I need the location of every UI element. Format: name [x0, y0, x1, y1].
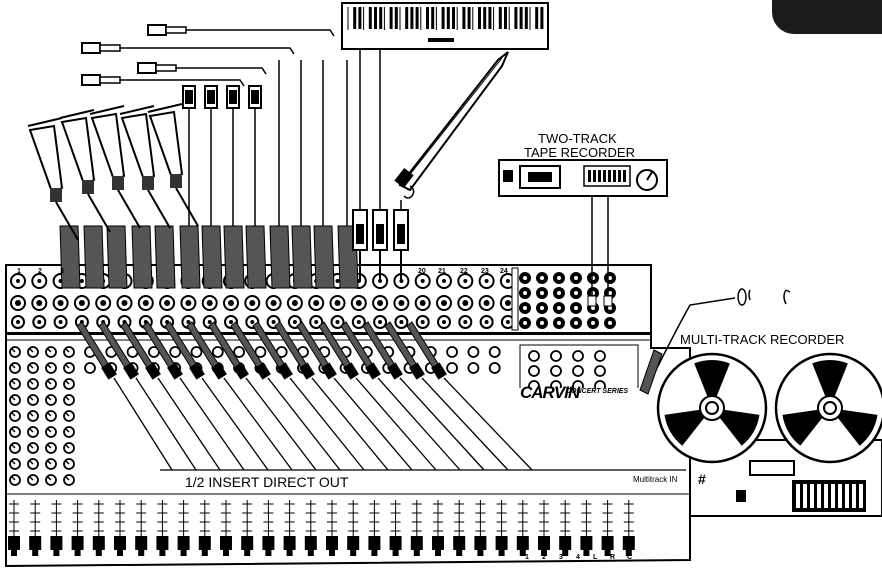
tape-reel-icon	[774, 352, 882, 464]
instrument-plug-icon	[81, 42, 295, 55]
instrument-plug-icon	[131, 225, 153, 289]
multitrack-label: MULTI-TRACK RECORDER	[680, 332, 845, 347]
master-number: R	[610, 554, 616, 561]
keyboard-icon	[341, 2, 549, 50]
microphone-icon	[27, 117, 79, 241]
corner-tab	[772, 0, 882, 34]
fader-knob	[432, 536, 444, 550]
fader-knob	[262, 536, 275, 550]
fader-knob	[50, 536, 63, 550]
fader-knob	[71, 536, 84, 550]
guitar-icon	[394, 51, 509, 199]
fader-knob	[283, 536, 296, 550]
master-number: L	[593, 554, 598, 561]
fader-knob	[368, 536, 381, 550]
instrument-plug-icon	[137, 62, 267, 75]
channel-number: 23	[481, 268, 489, 275]
fader-knob	[495, 536, 508, 550]
channel-number: 22	[460, 268, 468, 275]
instrument-plug-icon	[147, 24, 335, 37]
mixer-console	[5, 264, 691, 568]
series-label: CONCERT SERIES	[566, 388, 629, 395]
channel-number: 24	[500, 268, 508, 275]
fader-knob	[580, 536, 593, 550]
fader-knob	[622, 536, 635, 550]
master-number: 3	[559, 554, 563, 561]
instrument-plug-icon	[154, 225, 176, 289]
brand-logo: CARVIN	[520, 383, 580, 402]
fader-knob	[389, 536, 402, 550]
microphone-icon	[89, 105, 141, 229]
fader-knob	[8, 536, 20, 550]
fader-knob	[114, 536, 126, 550]
master-number: 4	[576, 554, 580, 561]
microphone-icon	[147, 103, 199, 227]
fader-knob	[347, 536, 360, 550]
channel-number: 20	[418, 268, 426, 275]
channel-number: 2	[38, 268, 42, 275]
master-number: 1	[525, 554, 529, 561]
instrument-plug-icon	[83, 225, 105, 289]
multitrack-in-label: Multitrack IN	[633, 475, 678, 484]
instrument-plug-icon	[223, 225, 245, 289]
fader-knob	[177, 536, 190, 550]
fader-knob	[453, 536, 466, 550]
svg-text:#: #	[698, 471, 706, 487]
fader-knob	[220, 536, 232, 550]
fader-knob	[241, 536, 254, 550]
two-track-label-line1: TWO-TRACK	[538, 131, 617, 146]
channel-number: 3	[60, 268, 64, 275]
fader-knob	[516, 536, 529, 550]
fader-knob	[326, 536, 338, 550]
channel-number: 21	[438, 268, 446, 275]
instrument-plug-icon	[313, 225, 335, 289]
tape-reel-icon	[656, 352, 768, 464]
instrument-plug-icon	[291, 225, 313, 289]
fader-knob	[156, 536, 169, 550]
instrument-plug-icon	[59, 225, 81, 289]
two-track-label-line2: TAPE RECORDER	[524, 145, 635, 160]
instrument-plug-icon	[639, 349, 663, 395]
master-number: C	[627, 554, 633, 561]
fader-knob	[474, 536, 487, 550]
fader-knob	[198, 536, 211, 550]
fader-knob	[304, 536, 317, 550]
fader-knob	[135, 536, 148, 550]
instrument-plug-icon	[201, 225, 223, 289]
fader-knob	[559, 536, 572, 550]
microphone-icon	[119, 105, 171, 229]
instrument-plug-icon	[179, 225, 201, 289]
instrument-plug-icon	[269, 225, 291, 289]
multitrack-recorder: #	[656, 352, 882, 517]
master-number: 2	[542, 554, 546, 561]
instrument-plug-icon	[81, 74, 245, 87]
fader-knob	[601, 536, 614, 550]
insert-out-label: 1/2 INSERT DIRECT OUT	[185, 474, 349, 490]
microphone-icon	[59, 109, 111, 233]
fader-knob	[92, 536, 105, 550]
two-track-recorder	[498, 159, 668, 197]
channel-number: 1	[17, 268, 21, 275]
instrument-plug-icon	[106, 225, 128, 289]
instrument-plug-icon	[245, 225, 267, 289]
fader-knob	[538, 536, 550, 550]
fader-knob	[410, 536, 423, 550]
fader-knob	[29, 536, 42, 550]
